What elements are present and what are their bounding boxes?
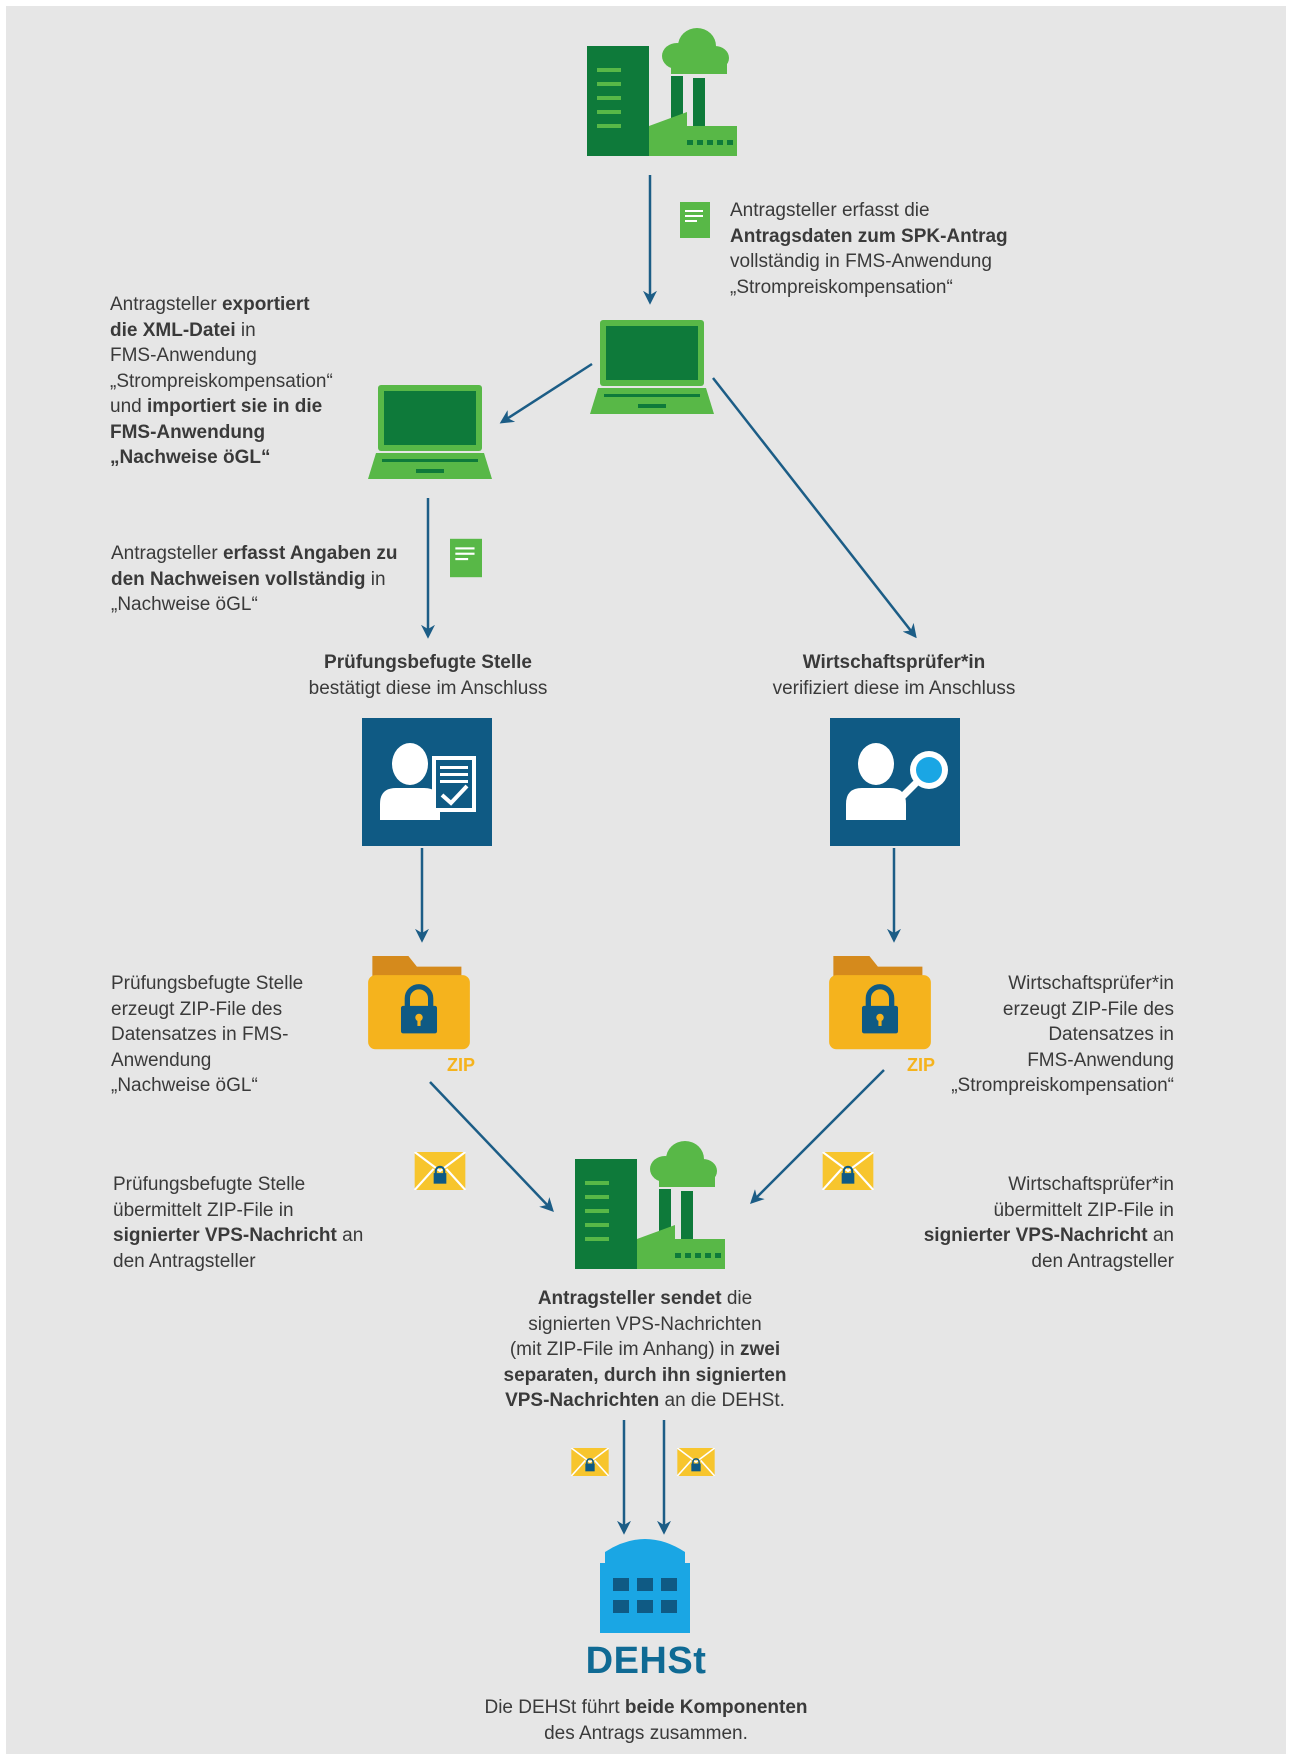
step-auditor: Prüfungsbefugte Stelle bestätigt diese i… — [262, 650, 594, 701]
text: des Antrags zusammen. — [544, 1722, 748, 1744]
text-bold: importiert sie in die — [146, 396, 323, 417]
text: in — [365, 568, 386, 590]
text: Anwendung — [111, 1049, 212, 1071]
text: Antragsteller erfasst die — [730, 200, 930, 221]
government-building-icon — [600, 1539, 690, 1633]
text: übermittelt ZIP-File in — [113, 1199, 294, 1221]
document-icon — [680, 202, 710, 238]
text: die — [721, 1288, 753, 1309]
text: an — [336, 1225, 364, 1246]
text: an die DEHSt. — [659, 1390, 785, 1411]
text: und — [110, 396, 147, 417]
laptop-icon — [590, 320, 714, 414]
text-bold: zwei — [740, 1339, 781, 1360]
text: „Strompreiskompensation“ — [730, 276, 953, 298]
text: „Strompreiskompensation“ — [110, 370, 333, 392]
text: Antragsteller — [111, 543, 223, 564]
step-enter-evidence: Antragsteller erfasst Angaben zu den Nac… — [111, 541, 398, 618]
text: Wirtschaftsprüfer*in — [1008, 1174, 1174, 1195]
text-bold: Wirtschaftsprüfer*in — [802, 652, 986, 673]
factory-icon — [587, 28, 737, 156]
text: Datensatzes in — [1048, 1024, 1174, 1045]
document-icon — [450, 538, 482, 578]
zip-label: ZIP — [907, 1055, 936, 1075]
text: (mit ZIP-File im Anhang) in — [509, 1339, 741, 1360]
text: Prüfungsbefugte Stelle — [113, 1174, 306, 1195]
person-check-document-icon — [362, 718, 492, 846]
step-verifier-send: Wirtschaftsprüfer*in übermittelt ZIP-Fil… — [880, 1172, 1174, 1274]
text: FMS-Anwendung — [110, 345, 257, 366]
text: bestätigt diese im Anschluss — [308, 677, 548, 699]
text-bold: exportiert — [221, 294, 310, 315]
locked-envelope-icon — [822, 1152, 874, 1190]
text: signierten VPS-Nachrichten — [528, 1313, 762, 1335]
flow-arrows — [415, 175, 917, 1535]
text: Datensatzes in FMS- — [111, 1024, 289, 1045]
text: Antragsteller — [110, 294, 222, 315]
laptop-icon — [368, 385, 492, 479]
text: verifiziert diese im Anschluss — [772, 677, 1016, 699]
text: vollständig in FMS-Anwendung — [730, 251, 992, 272]
text-bold: „Nachweise öGL“ — [110, 447, 271, 468]
authority-name: DEHSt — [585, 1640, 707, 1682]
text-bold: signierter VPS-Nachricht — [113, 1225, 337, 1246]
text-bold: signierter VPS-Nachricht — [923, 1225, 1148, 1246]
text: „Nachweise öGL“ — [111, 594, 258, 615]
locked-zip-folder-icon — [368, 956, 470, 1049]
step-auditor-send: Prüfungsbefugte Stelle übermittelt ZIP-F… — [113, 1172, 363, 1274]
step-auditor-zip: Prüfungsbefugte Stelle erzeugt ZIP-File … — [111, 971, 303, 1099]
text-bold: den Nachweisen vollständig — [111, 568, 366, 590]
text: „Nachweise öGL“ — [111, 1075, 258, 1096]
text: „Strompreiskompensation“ — [951, 1075, 1174, 1096]
text-bold: separaten, durch ihn signierten — [503, 1364, 787, 1386]
text: in — [235, 319, 256, 341]
text: übermittelt ZIP-File in — [993, 1199, 1174, 1221]
step-export-xml: Antragsteller exportiert die XML-Datei i… — [110, 292, 333, 471]
text-bold: Antragsteller sendet — [537, 1288, 722, 1309]
locked-envelope-icon — [570, 1448, 610, 1476]
locked-envelope-icon — [414, 1152, 466, 1190]
text: erzeugt ZIP-File des — [111, 998, 283, 1020]
step-verifier: Wirtschaftsprüfer*in verifiziert diese i… — [730, 650, 1058, 701]
text: Prüfungsbefugte Stelle — [111, 973, 304, 994]
locked-envelope-icon — [676, 1448, 716, 1476]
text: den Antragsteller — [1031, 1250, 1174, 1272]
text: an — [1147, 1225, 1174, 1246]
text: Wirtschaftsprüfer*in — [1008, 973, 1174, 994]
text-bold: VPS-Nachrichten — [505, 1390, 660, 1411]
step-verifier-zip: Wirtschaftsprüfer*in erzeugt ZIP-File de… — [880, 971, 1174, 1099]
text-bold: beide Komponenten — [624, 1697, 808, 1718]
factory-icon — [575, 1141, 725, 1269]
text-bold: Antragsdaten zum SPK-Antrag — [730, 225, 1008, 247]
text: FMS-Anwendung — [1027, 1049, 1174, 1071]
step-final: Die DEHSt führt beide Komponenten des An… — [440, 1695, 852, 1746]
text-bold: die XML-Datei — [110, 319, 236, 341]
person-magnifier-icon — [830, 718, 960, 846]
text-bold: Prüfungsbefugte Stelle — [324, 652, 532, 673]
step-enter-data: Antragsteller erfasst die Antragsdaten z… — [730, 198, 1008, 300]
text-bold: erfasst Angaben zu — [222, 543, 398, 564]
zip-label: ZIP — [447, 1055, 476, 1075]
text: erzeugt ZIP-File des — [1002, 998, 1174, 1020]
text: Die DEHSt führt — [484, 1697, 625, 1718]
text-bold: FMS-Anwendung — [110, 421, 266, 443]
text: den Antragsteller — [113, 1250, 256, 1272]
step-applicant-send: Antragsteller sendet die signierten VPS-… — [470, 1286, 820, 1414]
